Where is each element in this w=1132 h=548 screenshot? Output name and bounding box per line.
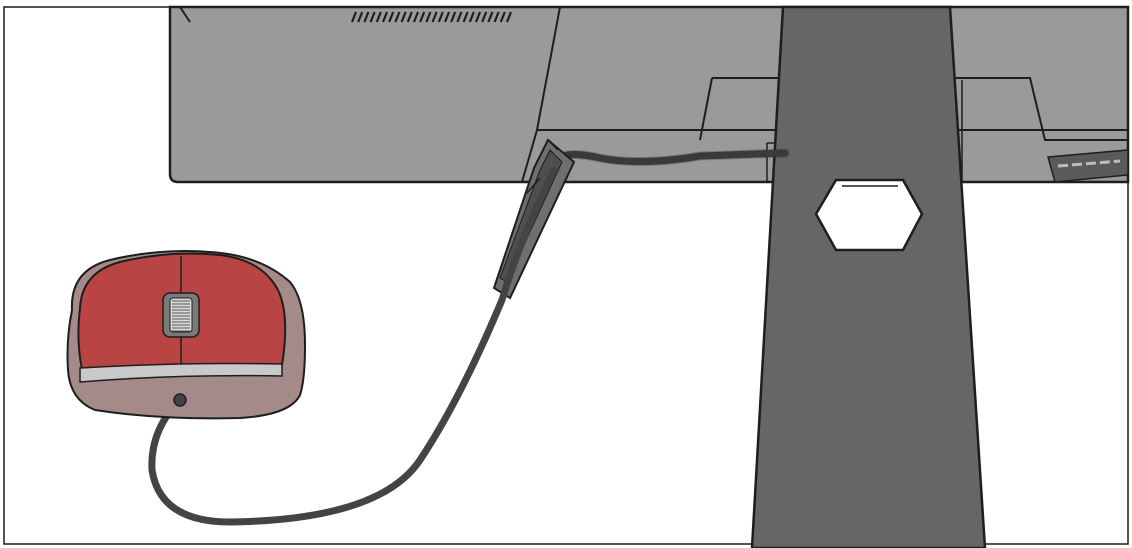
monitor-stand-icon: [750, 5, 987, 548]
usb-mouse-icon: [66, 250, 307, 420]
vent-grille-icon: [350, 11, 513, 23]
hex-cutout-icon: [814, 178, 924, 252]
mouse-cable-icon: [148, 166, 558, 526]
monitor-back-icon: [168, 5, 1130, 184]
side-vent-icon: [1047, 149, 1129, 183]
